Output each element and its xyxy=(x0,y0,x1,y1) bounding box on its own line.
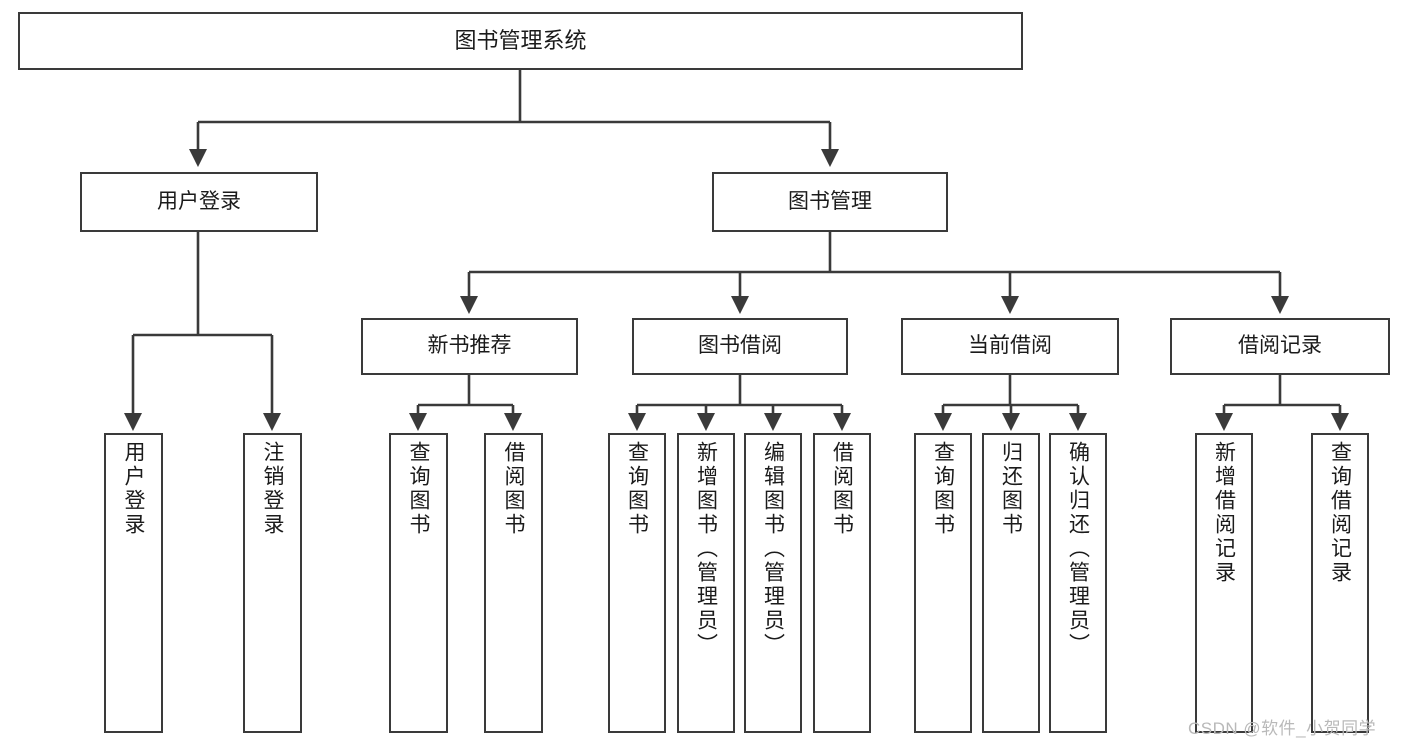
node-leaf-query-book-2[interactable]: 查询图书 xyxy=(608,433,666,733)
node-leaf-query-record[interactable]: 查询借阅记录 xyxy=(1311,433,1369,733)
node-label: 借阅图书 xyxy=(502,441,525,537)
node-label: 借阅图书 xyxy=(830,441,854,537)
node-book-borrow[interactable]: 图书借阅 xyxy=(632,318,848,375)
node-label: 用户登录 xyxy=(122,441,145,537)
node-leaf-add-record[interactable]: 新增借阅记录 xyxy=(1195,433,1253,733)
node-label: 确认归还（管理员） xyxy=(1066,441,1090,657)
node-label: 用户登录 xyxy=(157,189,241,213)
node-root-book-management-system[interactable]: 图书管理系统 xyxy=(18,12,1023,70)
node-label: 借阅记录 xyxy=(1238,334,1322,358)
node-leaf-borrow-book-2[interactable]: 借阅图书 xyxy=(813,433,871,733)
node-label: 查询图书 xyxy=(407,441,430,537)
watermark-text: CSDN @软件_小贺同学 xyxy=(1188,719,1377,738)
node-label: 查询图书 xyxy=(625,441,649,537)
node-label: 新增图书（管理员） xyxy=(694,441,718,657)
node-label: 编辑图书（管理员） xyxy=(761,441,785,657)
node-label: 图书管理 xyxy=(788,189,872,213)
node-leaf-edit-book[interactable]: 编辑图书（管理员） xyxy=(744,433,802,733)
node-book-management[interactable]: 图书管理 xyxy=(712,172,948,232)
node-leaf-query-book-1[interactable]: 查询图书 xyxy=(389,433,448,733)
node-label: 当前借阅 xyxy=(968,334,1052,358)
node-user-login[interactable]: 用户登录 xyxy=(80,172,318,232)
node-label: 图书借阅 xyxy=(698,334,782,358)
node-label: 查询借阅记录 xyxy=(1328,441,1352,585)
node-label: 新增借阅记录 xyxy=(1212,441,1236,585)
node-new-book-recommendation[interactable]: 新书推荐 xyxy=(361,318,578,375)
node-leaf-add-book[interactable]: 新增图书（管理员） xyxy=(677,433,735,733)
node-leaf-user-login[interactable]: 用户登录 xyxy=(104,433,163,733)
node-current-borrow[interactable]: 当前借阅 xyxy=(901,318,1119,375)
node-label: 注销登录 xyxy=(261,441,284,537)
node-label: 新书推荐 xyxy=(427,334,512,358)
node-leaf-logout[interactable]: 注销登录 xyxy=(243,433,302,733)
node-leaf-confirm-return[interactable]: 确认归还（管理员） xyxy=(1049,433,1107,733)
node-label: 归还图书 xyxy=(999,441,1023,537)
node-leaf-query-book-3[interactable]: 查询图书 xyxy=(914,433,972,733)
node-borrow-record[interactable]: 借阅记录 xyxy=(1170,318,1390,375)
node-label: 图书管理系统 xyxy=(454,28,587,54)
node-label: 查询图书 xyxy=(931,441,955,537)
node-leaf-borrow-book-1[interactable]: 借阅图书 xyxy=(484,433,543,733)
node-leaf-return-book[interactable]: 归还图书 xyxy=(982,433,1040,733)
